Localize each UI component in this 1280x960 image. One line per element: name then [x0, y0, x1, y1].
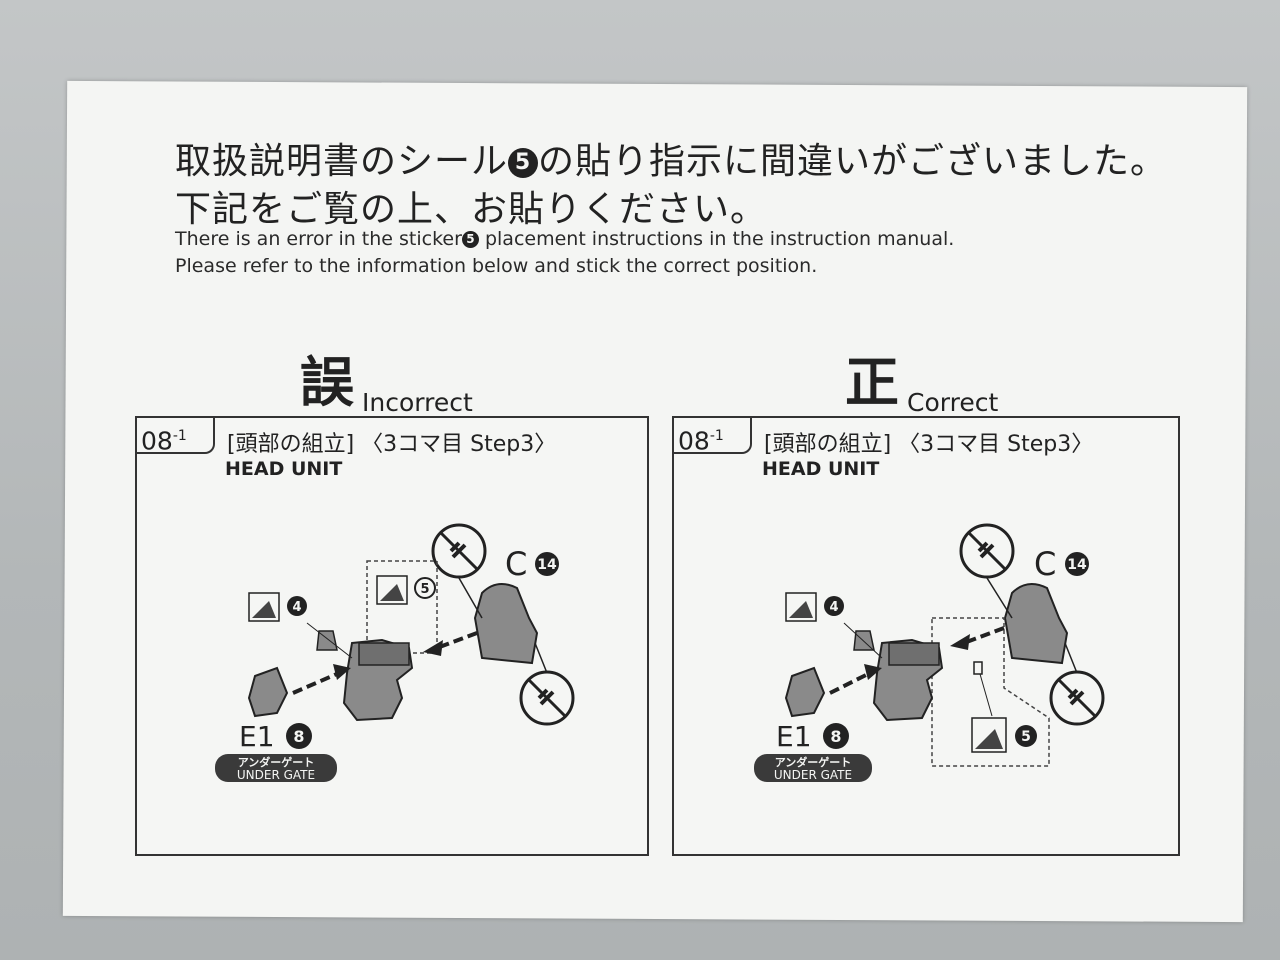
sticker-5-highlight: [366, 560, 438, 654]
step-number: 08: [141, 426, 173, 456]
gate-jp: アンダーゲート: [775, 755, 852, 769]
part-e-shape: [247, 666, 289, 718]
part-c-label: C: [505, 545, 527, 583]
notice-jp-1a: 取扱説明書のシール: [175, 141, 509, 182]
part-c-number: 14: [1067, 557, 1087, 573]
heading-correct-label: Correct: [907, 388, 999, 417]
gate-jp: アンダーゲート: [238, 755, 315, 769]
panel-correct: 08-1 [頭部の組立] 〈3コマ目 Step3〉 HEAD UNIT C 14…: [672, 416, 1180, 856]
step-sub: -1: [709, 428, 724, 444]
step-subtitle: HEAD UNIT: [225, 458, 343, 480]
heading-incorrect-kanji: 誤: [300, 351, 354, 414]
notice-en-1a: There is an error in the sticker: [175, 228, 462, 250]
notice-en-1b: placement instructions in the instructio…: [478, 228, 955, 250]
part-e-number: 8: [830, 727, 841, 746]
gate-en: UNDER GATE: [237, 768, 315, 782]
under-gate-badge: [215, 754, 337, 782]
sticker-5-highlight: [931, 617, 1050, 767]
under-gate-badge: [754, 754, 872, 782]
part-e-number: 8: [293, 727, 304, 746]
heading-correct: 正 Correct: [845, 338, 998, 417]
prohibited-nipper-icon: [519, 670, 575, 726]
arrow-icon: [950, 634, 970, 650]
panel-incorrect: 08-1 [頭部の組立] 〈3コマ目 Step3〉 HEAD UNIT C 14…: [135, 416, 649, 856]
arrow-icon: [423, 640, 443, 656]
assembly-diagram-correct: C 14 5 4 E1 8 アンダーゲート UNDER GATE: [754, 523, 1105, 782]
step-tag: 08-1: [674, 418, 752, 456]
sticker-5-number: 5: [1021, 729, 1031, 745]
step-number: 08: [678, 426, 710, 456]
gate-en: UNDER GATE: [774, 768, 852, 782]
notice-en-line-2: Please refer to the information below an…: [175, 255, 818, 277]
prohibited-nipper-icon: [1049, 670, 1105, 726]
part-c-badge: [535, 552, 559, 576]
step-sub: -1: [172, 428, 187, 444]
part-e-label: E1: [239, 720, 275, 753]
heading-incorrect: 誤 Incorrect: [300, 338, 473, 417]
sticker-number-badge: 5: [508, 148, 539, 178]
sticker-number-badge-small: 5: [461, 231, 479, 248]
part-c-shape: [1003, 583, 1069, 665]
part-c-label: C: [1034, 545, 1056, 583]
sticker-5-number: 5: [420, 582, 429, 597]
notice-jp-1b: の貼り指示に間違いがございました。: [538, 141, 1168, 182]
step-title: [頭部の組立] 〈3コマ目 Step3〉: [227, 432, 557, 457]
assembly-diagram-incorrect: C 14 5 4 E1 8 アンダーゲート UNDER GATE: [215, 523, 575, 782]
part-c-shape: [473, 583, 539, 665]
sticker-4-number: 4: [829, 600, 838, 615]
prohibited-nipper-icon: [431, 523, 487, 579]
step-tag: 08-1: [137, 418, 215, 456]
prohibited-nipper-icon: [959, 523, 1015, 579]
part-e-label: E1: [776, 720, 812, 753]
notice-jp-line-2: 下記をご覧の上、お貼りください。: [175, 189, 768, 230]
heading-correct-kanji: 正: [845, 351, 899, 414]
step-title: [頭部の組立] 〈3コマ目 Step3〉: [764, 432, 1094, 457]
step-subtitle: HEAD UNIT: [762, 458, 880, 480]
part-e-shape: [784, 666, 826, 718]
sticker-4-number: 4: [292, 600, 301, 615]
part-c-number: 14: [537, 557, 557, 573]
heading-incorrect-label: Incorrect: [362, 388, 473, 417]
